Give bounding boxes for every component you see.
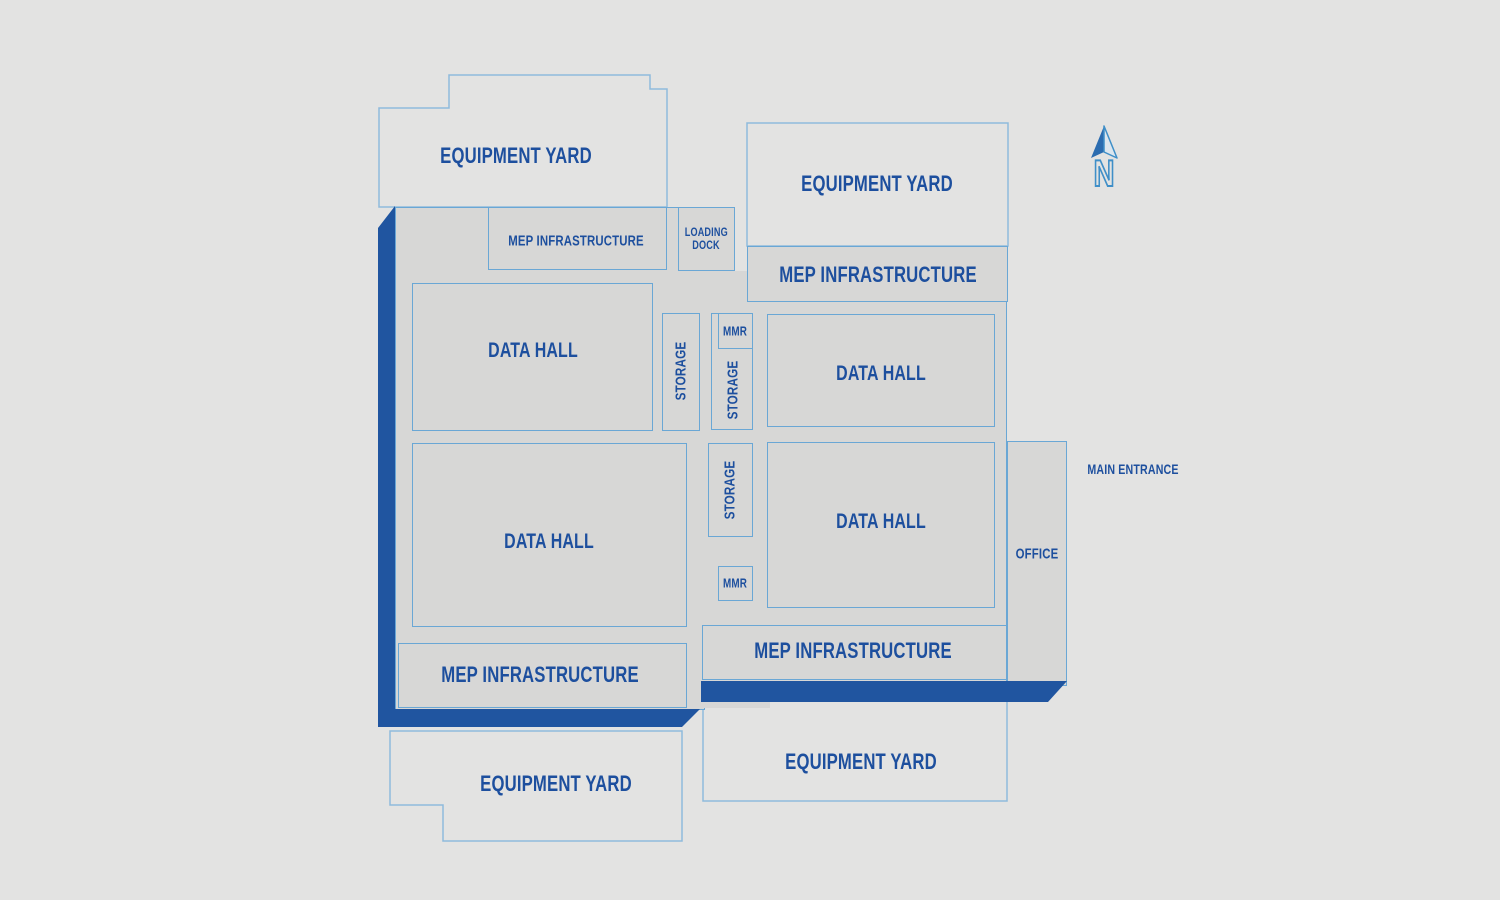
office-label: OFFICE xyxy=(1015,545,1059,563)
mep-infrastructure-bottom-left-label: MEP INFRASTRUCTURE xyxy=(441,662,639,687)
mep-infrastructure-bottom-right-room xyxy=(702,625,1007,680)
data-hall-bottom-left-label: DATA HALL xyxy=(504,530,594,553)
data-hall-top-right-room xyxy=(767,314,995,427)
mmr-bottom-label: MMR xyxy=(722,575,748,591)
data-hall-bottom-right-label: DATA HALL xyxy=(836,510,926,533)
main-entrance-label: MAIN ENTRANCE xyxy=(1087,461,1179,477)
storage-middle-bottom-room xyxy=(708,443,753,537)
mmr-bottom-room xyxy=(718,566,753,601)
mep-infrastructure-bottom-right-label: MEP INFRASTRUCTURE xyxy=(754,638,952,663)
compass-arrow-right-face xyxy=(1103,125,1118,159)
mep-infrastructure-top-left-label: MEP INFRASTRUCTURE xyxy=(508,232,644,250)
mep-infrastructure-top-right-room xyxy=(747,246,1008,302)
equipment-yard-top-left-outline xyxy=(378,74,668,208)
north-compass-icon: N xyxy=(1091,125,1118,196)
equipment-yard-bottom-right-label: EQUIPMENT YARD xyxy=(785,749,937,774)
equipment-yard-top-left-label: EQUIPMENT YARD xyxy=(440,143,592,168)
data-hall-bottom-right-room xyxy=(767,442,995,608)
storage-middle-bottom-label: STORAGE xyxy=(721,460,739,520)
mep-infrastructure-top-right-label: MEP INFRASTRUCTURE xyxy=(779,262,977,287)
data-hall-top-left-label: DATA HALL xyxy=(488,339,578,362)
data-hall-top-right-label: DATA HALL xyxy=(836,362,926,385)
north-label: N xyxy=(1094,154,1115,195)
mmr-top-room xyxy=(718,313,753,349)
equipment-yard-bottom-left-label: EQUIPMENT YARD xyxy=(480,771,632,796)
storage-middle-top-label: STORAGE xyxy=(724,360,742,420)
loading-dock-label: LOADING DOCK xyxy=(684,225,728,252)
storage-left-label: STORAGE xyxy=(672,341,690,401)
mmr-top-label: MMR xyxy=(722,323,748,339)
office-room xyxy=(1007,441,1067,686)
equipment-yard-top-right-label: EQUIPMENT YARD xyxy=(801,171,953,196)
compass-arrow-left-face xyxy=(1091,126,1104,158)
